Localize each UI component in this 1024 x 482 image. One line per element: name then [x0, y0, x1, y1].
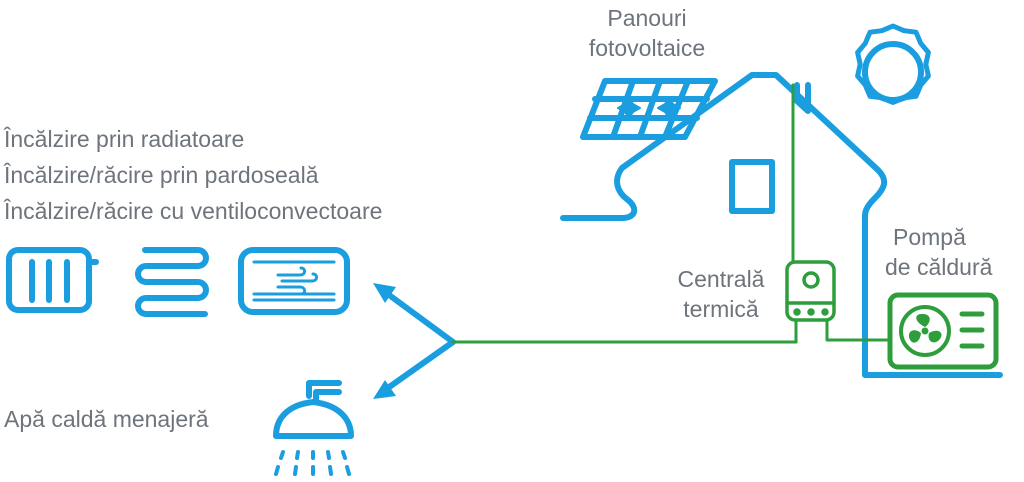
distribution-arrows: [382, 289, 456, 393]
shower-icon: [273, 380, 354, 476]
heating-mode-fan-coil: Încălzire/răcire cu ventiloconvectoare: [4, 198, 383, 224]
fan-coil-icon: [238, 247, 350, 315]
house-icon: [560, 72, 1003, 378]
sun-icon: [855, 23, 931, 105]
arrow-head-up: [373, 283, 396, 303]
heating-modes-list: Încălzire prin radiatoare Încălzire/răci…: [4, 121, 382, 229]
boiler-line-2: termică: [683, 296, 759, 322]
arrow-head-down: [373, 380, 396, 399]
boiler-label: Centrală termică: [662, 264, 780, 324]
heat-pump-line-2: de căldură: [885, 254, 993, 280]
solar-panels-label: Panouri fotovoltaice: [570, 3, 724, 63]
heat-pump-line-1: Pompă: [893, 224, 966, 250]
radiator-icon: [6, 247, 99, 313]
heating-mode-radiators: Încălzire prin radiatoare: [4, 126, 245, 152]
solar-panels-line-2: fotovoltaice: [588, 35, 706, 61]
solar-panels-line-1: Panouri: [607, 5, 687, 31]
hot-water-label: Apă caldă menajeră: [4, 406, 209, 432]
underfloor-heating-icon: [135, 247, 209, 317]
boiler-line-1: Centrală: [677, 266, 765, 292]
supply-pipes: [451, 83, 892, 344]
heating-mode-underfloor: Încălzire/răcire prin pardoseală: [4, 162, 319, 188]
solar-panel-icon: [580, 78, 718, 140]
heat-pump-label: Pompă de căldură: [885, 222, 1021, 282]
boiler-icon: [785, 260, 836, 322]
heat-pump-icon: [887, 292, 999, 370]
